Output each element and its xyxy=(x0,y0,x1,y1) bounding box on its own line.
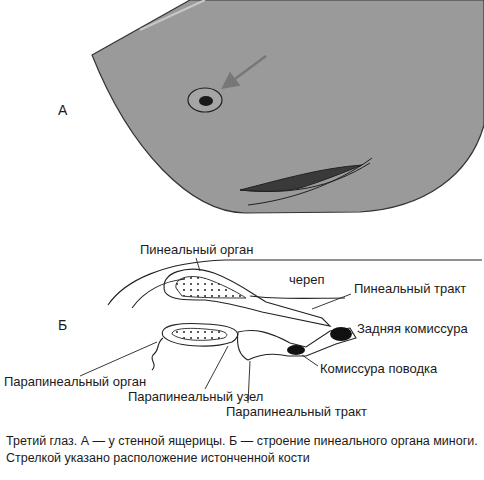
lamprey-pineal xyxy=(108,260,482,370)
part-name: Парапинеальный орган xyxy=(4,374,146,389)
parietal-eye xyxy=(188,88,222,112)
arrow xyxy=(224,56,266,87)
parapineal-tract xyxy=(237,328,356,360)
part-letter: Б xyxy=(58,318,67,333)
figure-caption: Третий глаз. А — у стенной ящерицы. Б — … xyxy=(6,433,478,467)
pineal-organ xyxy=(164,269,330,326)
part-name: Пинеальный орган xyxy=(140,242,253,257)
posterior-commissure xyxy=(330,327,352,341)
part-name: Парапинеальный узел xyxy=(128,389,263,404)
part-name: Пинеальный тракт xyxy=(354,281,466,296)
parapineal-organ xyxy=(162,323,237,346)
part-letter: А xyxy=(58,103,67,118)
lizard-head xyxy=(92,0,484,213)
part-name: череп xyxy=(289,272,325,287)
part-name: Парапинеальный тракт xyxy=(226,404,367,419)
part-name: Задняя комиссура xyxy=(357,321,468,336)
part-name: Комиссура поводка xyxy=(320,361,437,376)
habenular-commissure xyxy=(287,345,305,355)
nerve xyxy=(152,338,163,370)
